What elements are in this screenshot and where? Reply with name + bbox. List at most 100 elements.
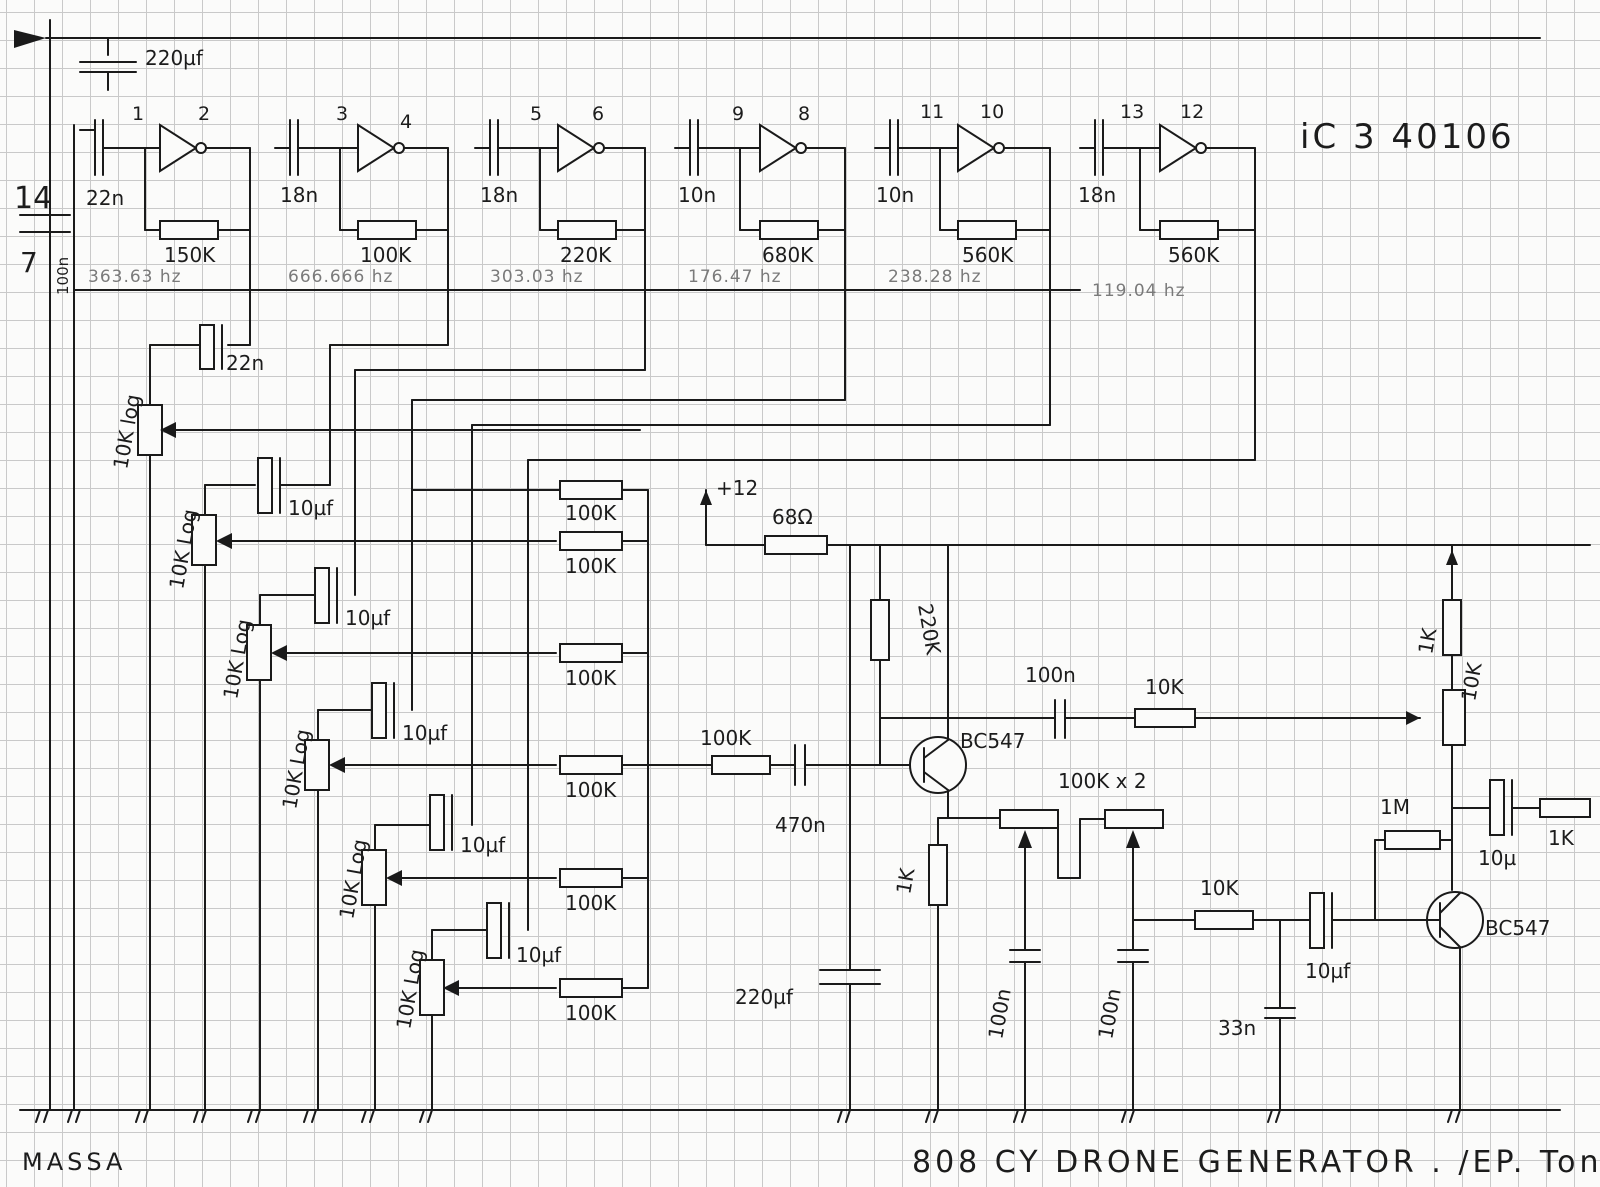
oscillator-5 (874, 119, 1051, 426)
resistor-1k-emitter (928, 844, 948, 906)
wiper-arrow-icon (1018, 830, 1032, 848)
pot-cap-label: 10µf (402, 721, 448, 745)
supply-arrow-icon (1446, 550, 1458, 565)
resistor-1k-top (1442, 599, 1462, 656)
supply-rails (14, 19, 1561, 1111)
pin-label: 11 (920, 101, 944, 123)
vdd-pin-label: 14 (14, 181, 52, 216)
pot-cap-label: 22n (226, 351, 264, 375)
resistor-label: 10K (1145, 675, 1184, 699)
resistor-220k-bias (870, 599, 890, 661)
cap-label: 220µf (735, 985, 794, 1009)
pin-label: 2 (198, 103, 210, 125)
pot-row-3 (246, 567, 557, 1111)
pot-row-1 (137, 324, 641, 1111)
mix-resistor-label: 100K (565, 554, 617, 578)
resistor-label: 100K (360, 243, 412, 267)
resistor-label: 220K (913, 602, 946, 658)
schematic-title: 808 CY DRONE GENERATOR . /EP. Tonuldatil… (912, 1145, 1600, 1180)
cap-label: 18n (280, 183, 318, 207)
pot-row-4 (304, 682, 557, 1111)
supply-label: +12 (716, 476, 758, 500)
resistor-label: 1K (891, 865, 919, 895)
oscillator-1 (79, 119, 251, 346)
cap-label: 18n (1078, 183, 1116, 207)
transistor-label: BC547 (960, 729, 1026, 753)
pot-row-6 (419, 902, 557, 1111)
mix-resistor-label: 100K (565, 1001, 617, 1025)
resistor-560k-b (1159, 220, 1219, 240)
supply-arrow-icon (14, 30, 46, 48)
resistor-label: 68Ω (772, 505, 813, 529)
routing-wires (227, 344, 1256, 931)
inverter-5-icon (957, 123, 996, 173)
mix-resistor-label: 100K (565, 666, 617, 690)
resistor-100k (357, 220, 417, 240)
top-cap-label: 220µf (145, 46, 204, 70)
resistor-10k-couple (1134, 708, 1196, 728)
pin-label: 8 (798, 103, 810, 125)
resistor-label: 560K (962, 243, 1014, 267)
resistor-label: 560K (1168, 243, 1220, 267)
pot-cap-label: 10µf (516, 943, 562, 967)
cap-label: 100n (983, 987, 1015, 1041)
vss-pin-label: 7 (20, 246, 38, 279)
ground-label: MASSA (22, 1148, 126, 1176)
wiper-arrow-icon (1406, 711, 1420, 725)
pin-label: 6 (592, 103, 604, 125)
pin-label: 9 (732, 103, 744, 125)
resistor-560k-a (957, 220, 1017, 240)
inverter-1-icon (159, 123, 198, 173)
cap-label: 22n (86, 186, 124, 210)
resistor-label: 10K (1200, 876, 1239, 900)
pin-label: 1 (132, 103, 144, 125)
volume-pot (1442, 689, 1466, 746)
frequency-label: 666.666 hz (288, 267, 393, 287)
cap-label: 10µf (1305, 959, 1351, 983)
supply-arrow-icon (700, 490, 712, 505)
transistor-label: BC547 (1485, 916, 1551, 940)
frequency-label: 176.47 hz (688, 267, 782, 287)
cap-label: 470n (775, 813, 826, 837)
oscillator-2 (274, 119, 449, 346)
wiper-arrow-icon (271, 645, 287, 661)
filter-pot-a (999, 809, 1059, 829)
inverter-2-icon (357, 123, 396, 173)
pot-cap-label: 10µf (460, 833, 506, 857)
resistor-label: 1K (1413, 625, 1441, 655)
pot-row-5 (361, 794, 557, 1111)
mix-resistor-label: 100K (565, 891, 617, 915)
ground-ticks (35, 1109, 1461, 1123)
resistor-680k (759, 220, 819, 240)
pin-label: 10 (980, 101, 1004, 123)
wiper-arrow-icon (1126, 830, 1140, 848)
resistor-1m (1384, 830, 1441, 850)
inverter-3-icon (557, 123, 596, 173)
pin-label: 3 (336, 103, 348, 125)
wiper-arrow-icon (386, 870, 402, 886)
cap-label: 10µ (1478, 846, 1516, 870)
frequency-label: 119.04 hz (1092, 281, 1186, 301)
wiper-arrow-icon (329, 757, 345, 773)
resistor-label: 1M (1380, 795, 1410, 819)
pot-cap-label: 10µf (345, 606, 391, 630)
resistor-label: 680K (762, 243, 814, 267)
inverter-6-icon (1159, 123, 1198, 173)
resistor-150k (159, 220, 219, 240)
frequency-label: 238.28 hz (888, 267, 982, 287)
resistor-label: 150K (164, 243, 216, 267)
amp-stage (699, 489, 1591, 1111)
oscillator-3 (474, 119, 646, 371)
mix-resistor-label: 100K (565, 501, 617, 525)
pin-label: 5 (530, 103, 542, 125)
pot-row-2 (191, 457, 557, 1111)
cap-label: 18n (480, 183, 518, 207)
chip-label: iC 3 40106 (1300, 117, 1515, 157)
wiper-arrow-icon (160, 422, 176, 438)
resistor-label: 220K (560, 243, 612, 267)
pin-label: 12 (1180, 101, 1204, 123)
filter-pot-label: 100K x 2 (1058, 769, 1147, 793)
pin-label: 13 (1120, 101, 1144, 123)
